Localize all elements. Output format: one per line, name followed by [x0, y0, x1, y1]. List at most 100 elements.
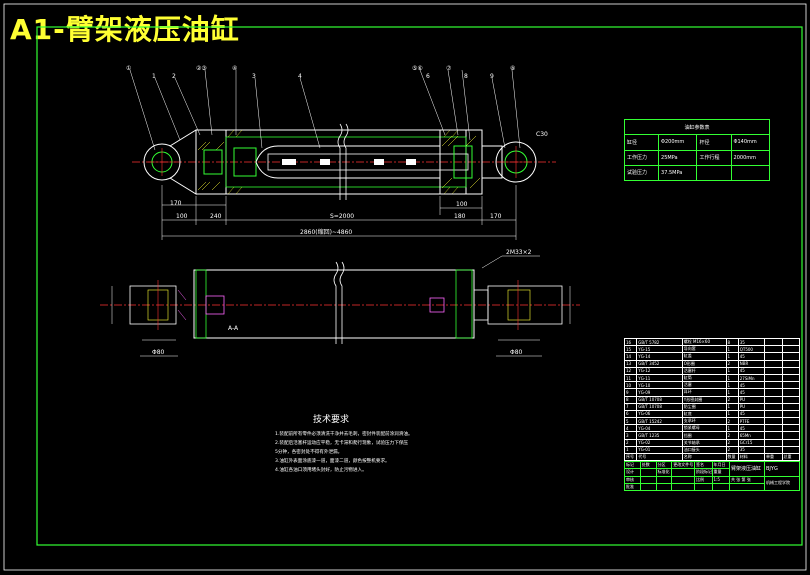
bom-cell: 1: [725, 402, 739, 411]
bom-cell: 2: [725, 438, 739, 447]
bom-cell: 15: [623, 345, 638, 354]
parameter-table: 油缸参数表 缸径 Φ200mm 杆径 Φ140mm 工作压力 25MPa 工作行…: [623, 118, 771, 182]
param-header: 油缸参数表: [624, 118, 770, 136]
bom-cell: GB/T 3452: [636, 359, 683, 368]
bom-cell: [764, 409, 783, 419]
bom-col-header: 数量: [725, 452, 739, 462]
balloon-12: 9: [490, 73, 494, 80]
bom-cell: 活塞杆: [681, 366, 727, 375]
balloon-8: ⑤⑥: [412, 65, 423, 72]
bom-cell: [764, 373, 783, 383]
bom-cell: 8: [623, 395, 638, 404]
bom-cell: [764, 445, 783, 455]
bom-cell: 10: [623, 381, 638, 390]
note-item: 1.装配前所有零件必须清洗干净并去毛刺，密封件装配前涂润滑油。: [275, 432, 413, 437]
bom-cell: O形圈: [681, 359, 727, 368]
bom-cell: 活塞: [681, 381, 727, 390]
dim-port: 2M33×2: [506, 249, 532, 256]
bom-cell: [781, 417, 800, 426]
bom-cell: PTFE: [737, 417, 766, 426]
tb-scale: 比例: [694, 475, 713, 484]
bom-cell: [781, 395, 800, 404]
bom-cell: 螺栓 M16×60: [681, 337, 727, 347]
bom-cell: 35: [737, 337, 766, 347]
bom-cell: 16: [623, 337, 638, 347]
bom-cell: [781, 381, 800, 390]
bom-cell: QT500: [737, 345, 766, 354]
bom-cell: YG-14: [636, 352, 683, 361]
bom-cell: 14: [623, 352, 638, 361]
bom-cell: 6: [623, 409, 638, 419]
bom-cell: [764, 402, 783, 411]
bom-cell: YG-09: [636, 388, 683, 397]
dim-r-top: C30: [536, 131, 548, 138]
bom-cell: [781, 366, 800, 375]
bom-cell: 缸盖: [681, 352, 727, 361]
bom-cell: [781, 337, 800, 347]
bom-cell: [781, 438, 800, 447]
balloon-7: 4: [298, 73, 302, 80]
balloon-10: ⑦: [446, 65, 452, 72]
param-cell: 工作压力: [623, 149, 660, 166]
bom-cell: 关节轴承: [681, 438, 727, 447]
bom-cell: GB/T 10708: [636, 395, 683, 404]
param-cell: Φ200mm: [658, 134, 698, 151]
bom-cell: [781, 409, 800, 419]
param-cell: 缸径: [623, 134, 660, 151]
top-view: [129, 69, 556, 240]
bom-cell: 9: [623, 388, 638, 397]
param-cell: [730, 164, 771, 182]
bom-cell: 支承环: [681, 417, 727, 426]
bom-cell: 13: [623, 359, 638, 368]
bom-cell: 27SiMn: [737, 373, 766, 383]
bom-cell: [781, 345, 800, 354]
param-cell: [696, 164, 732, 182]
bom-cell: 4: [623, 424, 638, 433]
param-cell: 试验压力: [623, 164, 660, 182]
outer-frame: [3, 3, 807, 571]
bom-cell: Y形密封圈: [681, 395, 727, 404]
bom-cell: 1: [725, 409, 739, 419]
bom-cell: [764, 431, 783, 440]
bom-cell: 油口接头: [681, 445, 727, 455]
tb-check: 审核: [624, 475, 641, 484]
bom-cell: GB/T 5782: [636, 337, 683, 347]
param-cell: 工作行程: [696, 149, 732, 166]
bom-cell: YG-06: [636, 409, 683, 419]
tb-label: 分区: [655, 461, 673, 470]
bom-cell: 2: [725, 445, 739, 455]
balloon-5: ④: [232, 65, 237, 72]
bom-cell: 1: [725, 345, 739, 354]
dim-right-a: 180: [454, 213, 466, 220]
param-cell: Φ140mm: [730, 134, 771, 151]
bom-cell: 2: [725, 431, 739, 440]
balloon-2: 1: [152, 73, 156, 80]
dim-bot-left: Φ80: [152, 349, 165, 356]
tb-label: 标记: [624, 461, 641, 470]
bom-cell: 耳环: [681, 388, 727, 397]
bom-cell: [764, 345, 783, 354]
tb-drawing-name: 臂架液压油缸: [729, 461, 765, 477]
bom-cell: 45: [737, 388, 766, 397]
tb-label: 更改文件号: [671, 461, 695, 470]
bom-col-header: 单重: [764, 452, 783, 462]
bom-col-header: 代号: [636, 452, 683, 462]
bom-cell: 2: [623, 438, 638, 447]
bom-cell: GB/T 1235: [636, 431, 683, 440]
technical-notes: 技术要求 1.装配前所有零件必须清洗干净并去毛刺，密封件装配前涂润滑油。 2.装…: [275, 412, 445, 476]
bom-cell: 3: [623, 431, 638, 440]
inner-frame: [36, 26, 803, 546]
balloon-9: 6: [426, 73, 430, 80]
tb-stage: 阶段标记: [694, 468, 713, 477]
bom-cell: 5: [623, 417, 638, 426]
bom-header-row: 序号 代号 名称 数量 材料 单重 总重: [623, 452, 800, 462]
